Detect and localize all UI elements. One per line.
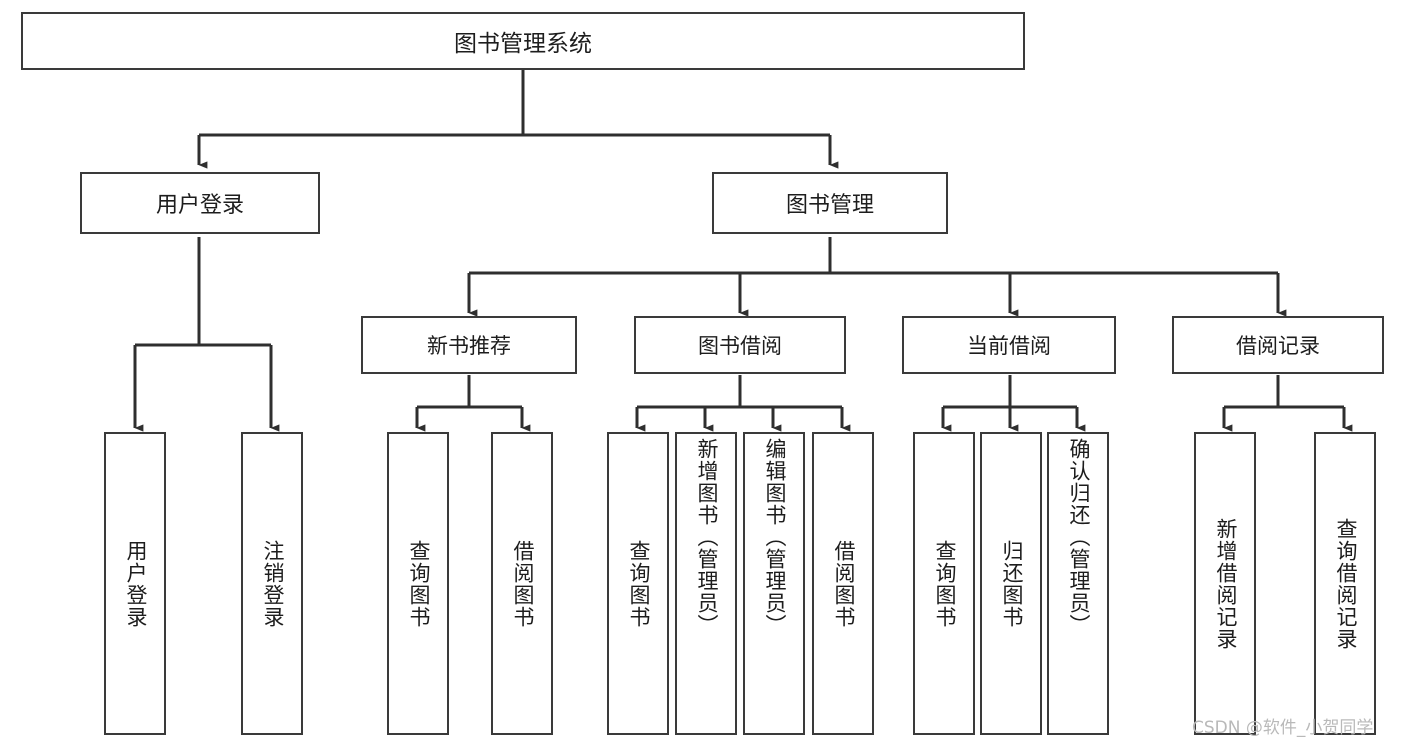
node-leaf-logout-login-label: 注销登录 — [260, 539, 285, 628]
leaf-content: 新增借阅记录 — [1196, 434, 1254, 733]
node-leaf-user-login-label: 用户登录 — [123, 539, 148, 628]
leaf-content: 查询图书 — [389, 434, 447, 733]
node-leaf-add-book[interactable]: 新增图书（管理员） — [675, 432, 737, 735]
node-root-label: 图书管理系统 — [454, 31, 592, 57]
node-root-system[interactable]: 图书管理系统 — [21, 12, 1025, 70]
node-leaf-query-record-label: 查询借阅记录 — [1333, 517, 1358, 650]
node-leaf-edit-book-label: 编辑图书（管理员） — [762, 438, 787, 636]
node-leaf-borrow-book-2[interactable]: 借阅图书 — [812, 432, 874, 735]
node-borrow-record[interactable]: 借阅记录 — [1172, 316, 1384, 374]
node-leaf-borrow-book-2-label: 借阅图书 — [831, 539, 856, 628]
node-leaf-user-login[interactable]: 用户登录 — [104, 432, 166, 735]
node-leaf-query-book-3-label: 查询图书 — [932, 539, 957, 628]
leaf-content: 借阅图书 — [814, 434, 872, 733]
node-new-book-recommend[interactable]: 新书推荐 — [361, 316, 577, 374]
leaf-content: 新增图书（管理员） — [677, 434, 735, 737]
node-book-borrow[interactable]: 图书借阅 — [634, 316, 846, 374]
leaf-content: 查询借阅记录 — [1316, 434, 1374, 733]
leaf-content: 归还图书 — [982, 434, 1040, 733]
node-leaf-query-record[interactable]: 查询借阅记录 — [1314, 432, 1376, 735]
node-leaf-return-book-label: 归还图书 — [999, 539, 1024, 628]
node-new-book-recommend-label: 新书推荐 — [427, 334, 511, 358]
leaf-content: 确认归还（管理员） — [1049, 434, 1107, 737]
watermark-text: CSDN @软件_小贺同学 — [1192, 718, 1374, 738]
node-book-management[interactable]: 图书管理 — [712, 172, 948, 234]
node-borrow-record-label: 借阅记录 — [1236, 334, 1320, 358]
node-user-login-label: 用户登录 — [155, 193, 244, 218]
node-leaf-confirm-return[interactable]: 确认归还（管理员） — [1047, 432, 1109, 735]
node-leaf-add-record[interactable]: 新增借阅记录 — [1194, 432, 1256, 735]
node-leaf-query-book-1[interactable]: 查询图书 — [387, 432, 449, 735]
node-leaf-confirm-return-label: 确认归还（管理员） — [1066, 438, 1091, 636]
leaf-content: 用户登录 — [106, 434, 164, 733]
node-leaf-borrow-book-1-label: 借阅图书 — [510, 539, 535, 628]
node-book-borrow-label: 图书借阅 — [698, 334, 782, 358]
node-leaf-add-book-label: 新增图书（管理员） — [694, 438, 719, 636]
node-book-management-label: 图书管理 — [785, 193, 874, 218]
leaf-content: 注销登录 — [243, 434, 301, 733]
node-leaf-borrow-book-1[interactable]: 借阅图书 — [491, 432, 553, 735]
leaf-content: 查询图书 — [609, 434, 667, 733]
node-user-login[interactable]: 用户登录 — [80, 172, 320, 234]
leaf-content: 编辑图书（管理员） — [745, 434, 803, 737]
node-current-borrow-label: 当前借阅 — [967, 334, 1051, 358]
node-leaf-query-book-1-label: 查询图书 — [406, 539, 431, 628]
node-leaf-query-book-2[interactable]: 查询图书 — [607, 432, 669, 735]
node-current-borrow[interactable]: 当前借阅 — [902, 316, 1116, 374]
node-leaf-query-book-2-label: 查询图书 — [626, 539, 651, 628]
node-leaf-return-book[interactable]: 归还图书 — [980, 432, 1042, 735]
leaf-content: 查询图书 — [915, 434, 973, 733]
node-leaf-logout-login[interactable]: 注销登录 — [241, 432, 303, 735]
leaf-content: 借阅图书 — [493, 434, 551, 733]
node-leaf-query-book-3[interactable]: 查询图书 — [913, 432, 975, 735]
node-leaf-add-record-label: 新增借阅记录 — [1213, 517, 1238, 650]
node-leaf-edit-book[interactable]: 编辑图书（管理员） — [743, 432, 805, 735]
